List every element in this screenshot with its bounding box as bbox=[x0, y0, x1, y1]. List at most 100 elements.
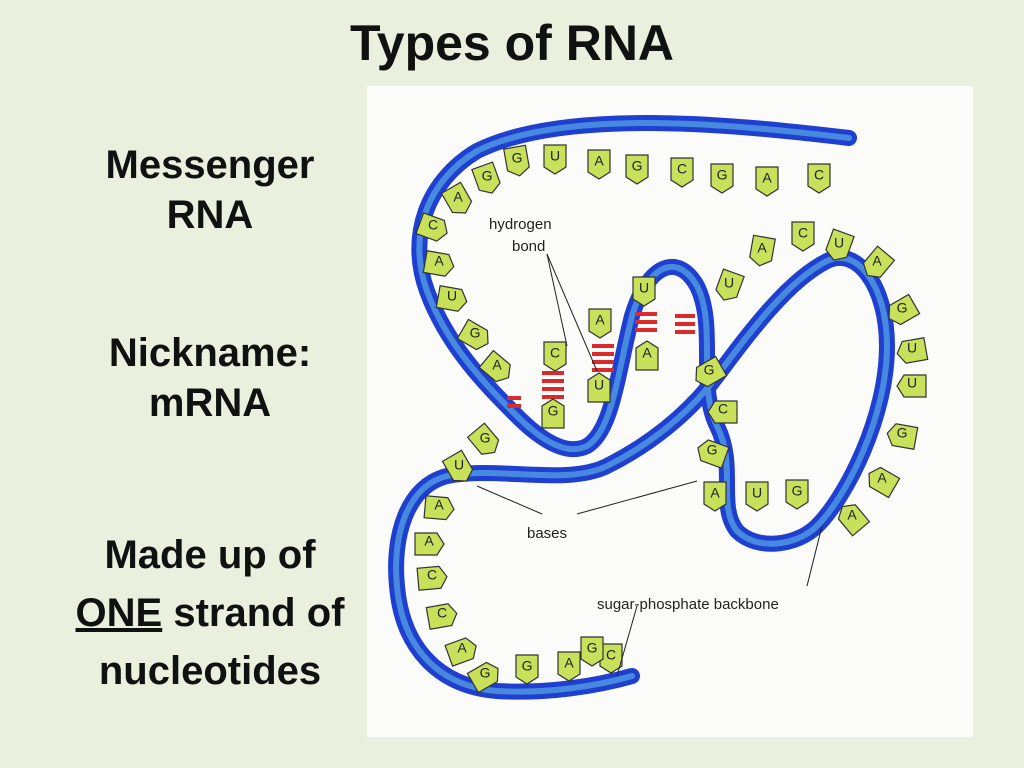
base-right-4: A bbox=[862, 245, 896, 278]
base-bottom-0: G bbox=[515, 654, 539, 685]
base-top-8: A bbox=[755, 166, 779, 197]
base-left-0: C bbox=[415, 212, 448, 242]
svg-text:A: A bbox=[757, 240, 767, 256]
svg-text:A: A bbox=[710, 485, 720, 501]
backbone-label: sugar-phosphate backbone bbox=[597, 596, 779, 613]
svg-text:A: A bbox=[762, 170, 772, 186]
base-right-7: U bbox=[896, 374, 927, 398]
base-right-2: C bbox=[791, 221, 815, 252]
svg-text:C: C bbox=[428, 217, 438, 233]
svg-text:A: A bbox=[877, 470, 887, 486]
base-right-10: A bbox=[837, 504, 871, 537]
base-top-9: C bbox=[807, 163, 831, 194]
svg-text:G: G bbox=[587, 640, 598, 656]
svg-text:G: G bbox=[707, 442, 718, 458]
one-underlined: ONE bbox=[75, 591, 163, 635]
svg-text:U: U bbox=[454, 457, 464, 473]
base-top-7: G bbox=[710, 163, 734, 194]
base-right-5: G bbox=[888, 293, 921, 326]
svg-text:A: A bbox=[847, 507, 857, 523]
base-helix-2: A bbox=[588, 308, 612, 339]
svg-text:G: G bbox=[632, 158, 643, 174]
leader-lines bbox=[476, 253, 823, 677]
svg-text:C: C bbox=[814, 167, 824, 183]
nickname: Nickname: mRNA bbox=[40, 328, 380, 428]
bases-right: U A C U A G U U G A A bbox=[715, 221, 929, 537]
svg-text:G: G bbox=[480, 430, 491, 446]
molecule-name-line1: Messenger bbox=[105, 143, 315, 187]
svg-text:A: A bbox=[564, 655, 574, 671]
base-top-5: G bbox=[625, 154, 649, 185]
svg-text:G: G bbox=[717, 167, 728, 183]
base-bottom-2: C bbox=[599, 643, 623, 674]
backbone-ribbon-highlight bbox=[393, 120, 891, 695]
base-helix-8: G bbox=[697, 439, 730, 469]
base-bottom-3: G bbox=[580, 636, 604, 667]
svg-text:C: C bbox=[798, 225, 808, 241]
description-line2: ONE strand of bbox=[40, 584, 380, 642]
svg-text:C: C bbox=[550, 345, 560, 361]
base-left-5: G bbox=[466, 422, 500, 455]
svg-text:G: G bbox=[480, 665, 491, 681]
slide-title: Types of RNA bbox=[349, 15, 675, 71]
svg-text:A: A bbox=[434, 253, 444, 269]
base-left-6: U bbox=[441, 449, 474, 482]
base-left-8: A bbox=[414, 532, 445, 556]
svg-text:C: C bbox=[437, 605, 447, 621]
base-left-9: C bbox=[416, 565, 448, 591]
svg-text:A: A bbox=[434, 497, 444, 513]
base-helix-5: A bbox=[635, 340, 659, 371]
base-right-8: G bbox=[886, 423, 919, 450]
base-top-0: A bbox=[440, 181, 473, 214]
svg-text:U: U bbox=[834, 235, 844, 251]
hydrogen-label-line1: hydrogen bbox=[489, 216, 552, 233]
base-top-3: U bbox=[543, 144, 567, 175]
base-left-7: A bbox=[423, 495, 455, 521]
svg-text:A: A bbox=[424, 533, 434, 549]
base-helix-6: G bbox=[695, 355, 728, 388]
base-right-1: A bbox=[749, 234, 776, 267]
base-helix-11: G bbox=[785, 479, 809, 510]
base-right-9: A bbox=[868, 466, 901, 499]
svg-text:A: A bbox=[642, 345, 652, 361]
base-right-0: U bbox=[715, 268, 745, 301]
svg-text:U: U bbox=[594, 377, 604, 393]
svg-text:C: C bbox=[718, 401, 728, 417]
svg-text:G: G bbox=[548, 403, 559, 419]
svg-text:C: C bbox=[606, 647, 616, 663]
hydrogen-label-line2: bond bbox=[512, 238, 545, 255]
base-top-6: C bbox=[670, 157, 694, 188]
base-top-2: G bbox=[503, 144, 530, 177]
svg-text:A: A bbox=[457, 640, 467, 656]
strand-of: strand of bbox=[162, 591, 345, 635]
description-line1: Made up of bbox=[104, 533, 316, 577]
svg-text:A: A bbox=[492, 357, 502, 373]
svg-text:G: G bbox=[522, 658, 533, 674]
base-left-11: A bbox=[444, 637, 477, 667]
base-helix-0: C bbox=[543, 341, 567, 372]
base-bottom-1: A bbox=[557, 651, 581, 682]
svg-text:U: U bbox=[639, 280, 649, 296]
svg-text:U: U bbox=[724, 275, 734, 291]
svg-text:U: U bbox=[752, 485, 762, 501]
base-helix-9: A bbox=[703, 481, 727, 512]
svg-text:G: G bbox=[897, 425, 908, 441]
svg-text:U: U bbox=[447, 288, 457, 304]
bases-label: bases bbox=[527, 525, 567, 542]
base-right-3: U bbox=[825, 228, 855, 261]
svg-text:A: A bbox=[595, 312, 605, 328]
base-helix-3: U bbox=[587, 372, 611, 403]
svg-text:G: G bbox=[897, 300, 908, 316]
molecule-name: Messenger RNA bbox=[40, 140, 380, 240]
hydrogen-bonds bbox=[507, 312, 695, 408]
base-left-3: G bbox=[456, 318, 489, 351]
svg-text:U: U bbox=[550, 148, 560, 164]
base-helix-10: U bbox=[745, 481, 769, 512]
svg-text:U: U bbox=[907, 375, 917, 391]
svg-text:G: G bbox=[704, 362, 715, 378]
